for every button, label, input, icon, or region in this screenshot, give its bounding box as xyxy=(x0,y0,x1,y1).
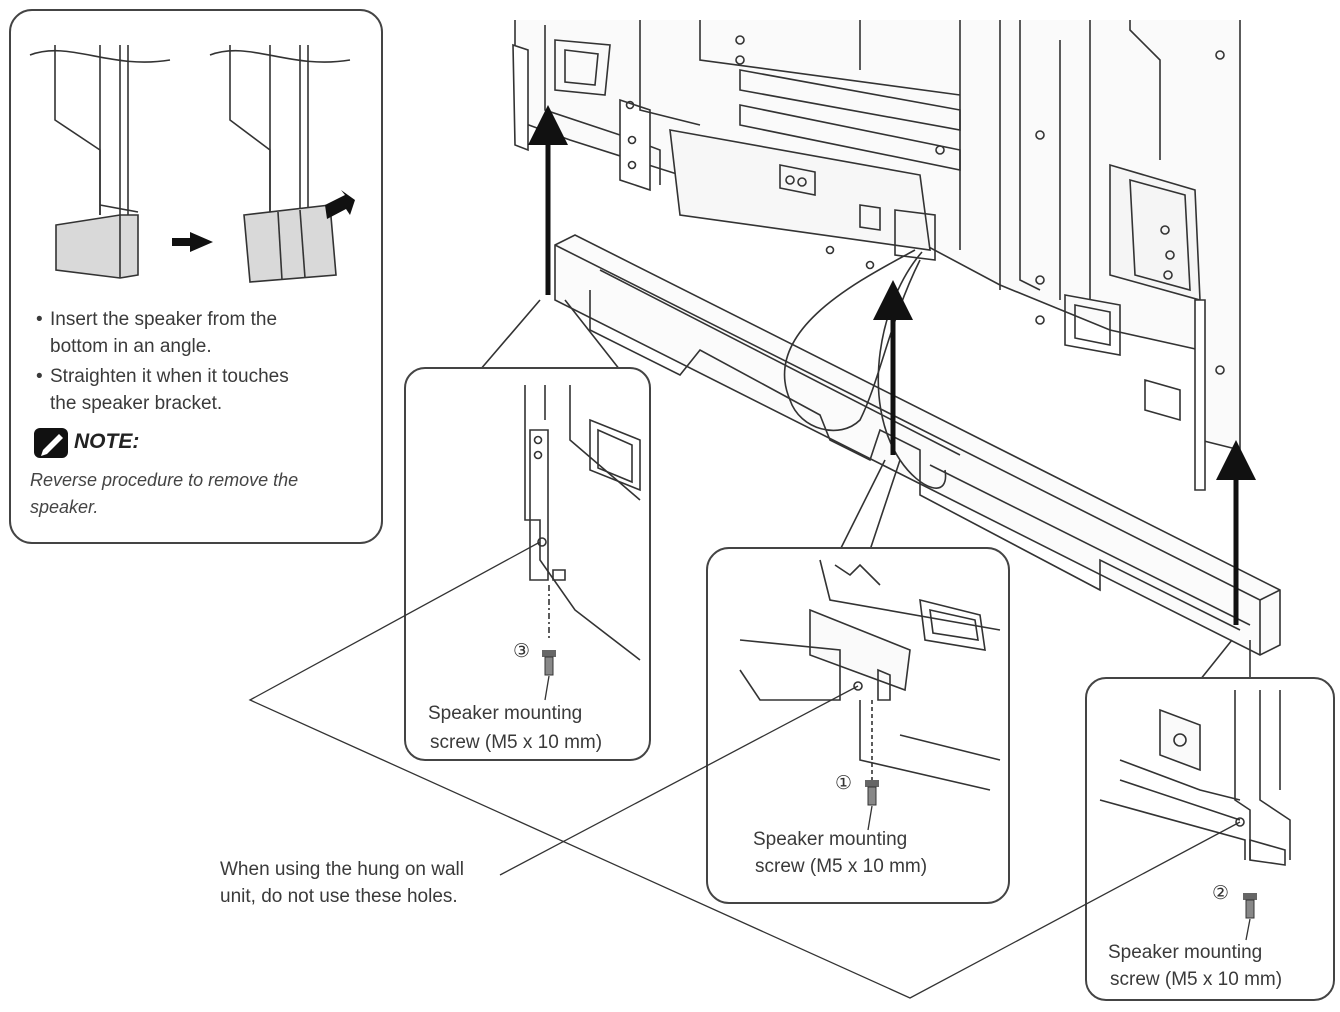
inset-center-screw xyxy=(706,459,1010,904)
instruction-bullet-2-line-2: the speaker bracket. xyxy=(50,393,223,414)
callout-right-line-2: screw (M5 x 10 mm) xyxy=(1110,969,1283,990)
instruction-bullet-2-line-1: Straighten it when it touches xyxy=(36,363,289,390)
warning-line-2: unit, do not use these holes. xyxy=(220,886,458,907)
warning-line-1: When using the hung on wall xyxy=(220,859,464,880)
warning-leader-lines xyxy=(248,541,1241,999)
speaker-bar xyxy=(554,234,1281,656)
callout-right-number: ② xyxy=(1212,882,1230,904)
callout-center-line-2: screw (M5 x 10 mm) xyxy=(755,856,928,877)
inset-right-screw xyxy=(1085,639,1335,1001)
note-line-2: speaker. xyxy=(30,497,99,517)
inset-left-screw xyxy=(404,299,651,761)
instruction-bullet-1-line-1: Insert the speaker from the xyxy=(36,306,277,333)
note-line-1: Reverse procedure to remove the xyxy=(30,470,299,490)
callout-left-number: ③ xyxy=(513,640,531,662)
arrow-icon xyxy=(172,232,213,252)
note-title: NOTE: xyxy=(74,430,140,453)
pencil-note-icon xyxy=(34,428,68,458)
callout-left-line-2: screw (M5 x 10 mm) xyxy=(430,732,603,753)
screw-icon xyxy=(542,650,556,676)
arrow-icon xyxy=(325,190,355,219)
screw-icon xyxy=(1243,893,1257,919)
instruction-bullet-1-line-2: bottom in an angle. xyxy=(50,336,212,357)
callout-center-number: ① xyxy=(835,772,853,794)
mounting-arrows xyxy=(528,105,1256,625)
tv-rear-panel xyxy=(512,20,1241,491)
callout-right-line-1: Speaker mounting xyxy=(1108,942,1263,963)
instruction-panel xyxy=(9,9,383,544)
callout-center-line-1: Speaker mounting xyxy=(753,829,908,850)
callout-left-line-1: Speaker mounting xyxy=(428,703,583,724)
screw-icon xyxy=(865,780,879,806)
